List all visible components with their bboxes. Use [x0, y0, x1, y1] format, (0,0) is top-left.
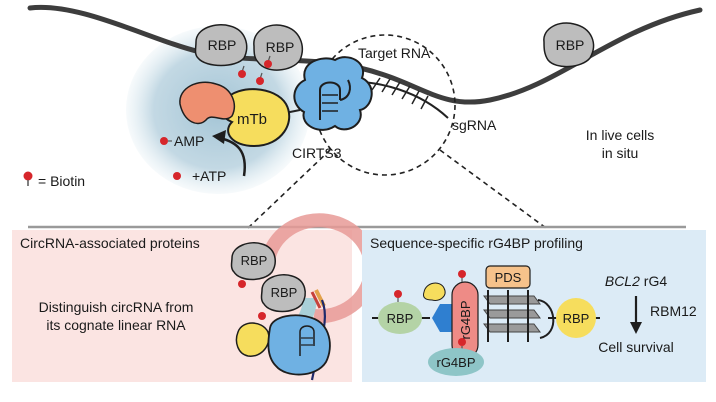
cell-survival-label: Cell survival — [598, 339, 673, 355]
rbp-top-3-label: RBP — [556, 37, 585, 53]
top-section: mTb RBP RBP RBP AMP — [23, 4, 703, 229]
left-rbp-2-label: RBP — [271, 285, 298, 300]
left-cirts — [267, 314, 331, 376]
rbp-top-3: RBP — [543, 22, 595, 68]
rg4bp-vertical-label: rG4BP — [458, 300, 473, 339]
circrna-ring — [261, 213, 379, 324]
zoom-guide-left — [247, 149, 331, 229]
live-cells-line1: In live cells — [586, 127, 654, 143]
rg4bp-bottom-label: rG4BP — [436, 355, 475, 370]
target-rna-label: Target RNA — [358, 45, 431, 61]
left-desc-line1: Distinguish circRNA from — [39, 299, 194, 315]
right-mtb — [423, 282, 446, 301]
biotin-legend-label: = Biotin — [38, 173, 85, 189]
left-panel: CircRNA-associated proteins Distinguish … — [12, 213, 379, 382]
rbm12-label: RBM12 — [650, 303, 697, 319]
left-panel-title: CircRNA-associated proteins — [20, 235, 200, 251]
left-rbp-1-label: RBP — [241, 253, 268, 268]
left-biotin-1 — [238, 280, 246, 288]
cirts3-label: CIRTS3 — [292, 145, 342, 161]
rbp-top-2-label: RBP — [266, 39, 295, 55]
rg4bp-bottom: rG4BP — [428, 348, 484, 376]
salmon-protein — [179, 81, 236, 125]
right-rbp-yellow: RBP — [556, 298, 596, 338]
rbp-top-2: RBP — [253, 24, 304, 71]
left-mtb — [235, 322, 270, 357]
right-biotin-2 — [458, 270, 466, 278]
left-desc-line2: its cognate linear RNA — [46, 317, 186, 333]
right-biotin-3 — [458, 338, 466, 346]
pds-block — [485, 265, 531, 289]
left-rbp-1: RBP — [230, 242, 276, 281]
g-quadruplex: PDS — [483, 265, 560, 342]
mtb-enzyme: mTb — [220, 88, 291, 148]
biotin-legend: = Biotin — [23, 171, 85, 189]
sgrna-label: sgRNA — [452, 117, 497, 133]
atp-cycle: AMP +ATP — [160, 130, 247, 184]
cirts3-protein — [293, 56, 373, 131]
zoom-guide-right — [439, 149, 547, 229]
rbp-top-1-label: RBP — [208, 37, 237, 53]
atp-biotin-icon — [173, 172, 181, 180]
right-rbp-left: RBP — [378, 302, 422, 334]
amp-label: AMP — [174, 133, 204, 149]
live-cells-line2: in situ — [602, 145, 639, 161]
right-rbp-left-label: RBP — [387, 311, 414, 326]
right-panel-bg — [362, 230, 706, 382]
bcl2-rg4-label: BCL2 rG4 — [605, 273, 667, 289]
left-biotin-2 — [258, 312, 266, 320]
mtb-label: mTb — [237, 111, 267, 128]
biotin-pins-top — [238, 55, 272, 85]
pds-label: PDS — [495, 270, 522, 285]
right-panel: Sequence-specific rG4BP profiling RBP rG… — [362, 230, 706, 382]
right-biotin-1 — [394, 290, 402, 298]
atp-label: +ATP — [192, 168, 226, 184]
rbp-top-1: RBP — [194, 24, 248, 67]
left-rbp-2: RBP — [260, 274, 306, 313]
right-rbp-right-label: RBP — [563, 311, 590, 326]
rg4bp-vertical: rG4BP — [451, 281, 479, 359]
right-panel-title: Sequence-specific rG4BP profiling — [370, 235, 583, 251]
amp-biotin-icon — [160, 137, 168, 145]
